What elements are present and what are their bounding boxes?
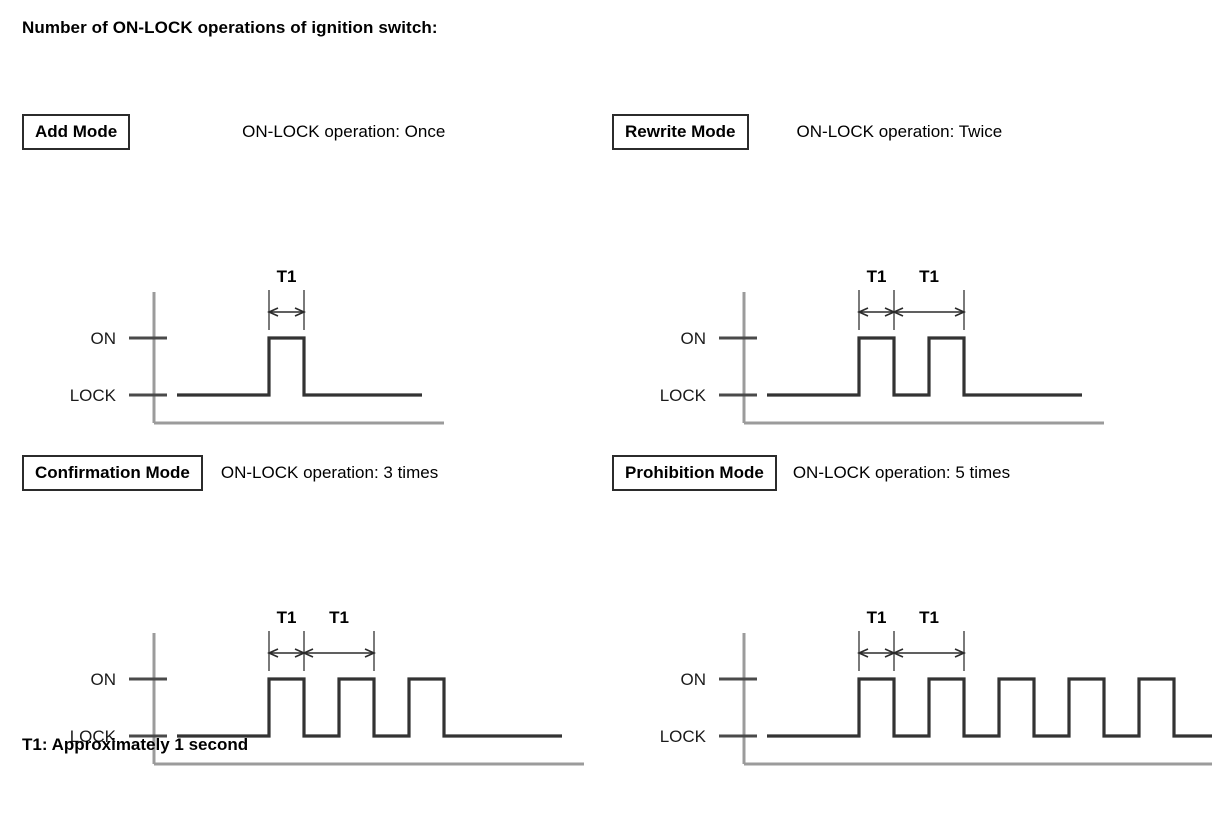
t1-dimension-arrow xyxy=(857,648,896,658)
t1-dimension-arrow xyxy=(892,307,966,317)
t1-label: T1 xyxy=(867,608,887,627)
operation-count-text: ON-LOCK operation: 3 times xyxy=(220,463,439,482)
t1-dimension-arrow xyxy=(302,648,376,658)
waveform-chart: ON LOCK T1 T1 xyxy=(612,511,1212,801)
signal-trace xyxy=(767,336,1082,397)
panel-header: Rewrite Mode ON-LOCK operation: Twice xyxy=(612,112,1002,152)
axis-label-lock: LOCK xyxy=(660,727,707,746)
waveform-chart: ON LOCK T1 xyxy=(22,170,462,460)
operation-count-text: ON-LOCK operation: Twice xyxy=(796,122,1003,141)
page-title: Number of ON-LOCK operations of ignition… xyxy=(22,18,438,37)
mode-badge[interactable]: Confirmation Mode xyxy=(22,455,203,491)
t1-dimension-arrow xyxy=(892,648,966,658)
waveform-chart: ON LOCK T1 T1 xyxy=(612,170,1122,460)
axis-label-on: ON xyxy=(681,670,707,689)
axis-label-on: ON xyxy=(91,670,117,689)
t1-label: T1 xyxy=(919,608,939,627)
waveform-chart: ON LOCK T1 T1 xyxy=(22,511,602,801)
panel-header: Prohibition Mode ON-LOCK operation: 5 ti… xyxy=(612,453,1010,493)
signal-trace xyxy=(177,677,562,738)
operation-count-text: ON-LOCK operation: 5 times xyxy=(792,463,1011,482)
axis-label-on: ON xyxy=(681,329,707,348)
operation-count-text: ON-LOCK operation: Once xyxy=(242,122,446,141)
panel-confirmation-mode: Confirmation Mode ON-LOCK operation: 3 t… xyxy=(22,453,612,766)
axis-label-lock: LOCK xyxy=(660,386,707,405)
footnote-t1: T1: Approximately 1 second xyxy=(22,735,249,754)
t1-label: T1 xyxy=(867,267,887,286)
mode-badge[interactable]: Add Mode xyxy=(22,114,131,150)
t1-label: T1 xyxy=(329,608,349,627)
signal-trace xyxy=(177,336,422,397)
panel-prohibition-mode: Prohibition Mode ON-LOCK operation: 5 ti… xyxy=(612,453,1212,766)
t1-dimension-arrow xyxy=(267,307,306,317)
t1-label: T1 xyxy=(277,608,297,627)
panel-add-mode: Add Mode ON-LOCK operation: Once ON LOCK T… xyxy=(22,112,612,425)
panel-header: Add Mode ON-LOCK operation: Once xyxy=(22,112,445,152)
panel-header: Confirmation Mode ON-LOCK operation: 3 t… xyxy=(22,453,438,493)
t1-dimension-arrow xyxy=(267,648,306,658)
t1-dimension-arrow xyxy=(857,307,896,317)
panel-rewrite-mode: Rewrite Mode ON-LOCK operation: Twice ON… xyxy=(612,112,1202,425)
t1-label: T1 xyxy=(277,267,297,286)
t1-label: T1 xyxy=(919,267,939,286)
mode-badge[interactable]: Rewrite Mode xyxy=(612,114,749,150)
signal-trace xyxy=(767,677,1212,738)
axis-label-on: ON xyxy=(91,329,117,348)
axis-label-lock: LOCK xyxy=(70,727,117,746)
mode-badge[interactable]: Prohibition Mode xyxy=(612,455,777,491)
axis-label-lock: LOCK xyxy=(70,386,117,405)
